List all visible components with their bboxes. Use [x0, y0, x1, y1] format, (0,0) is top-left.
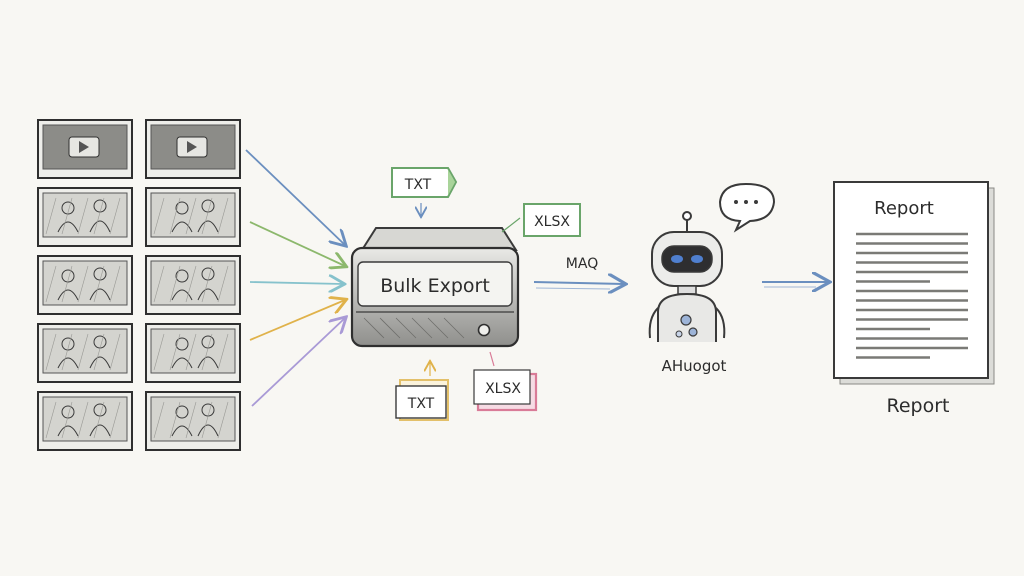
- xlsx-file-top-label: XLSX: [534, 214, 570, 230]
- video-thumbnail: [145, 187, 241, 247]
- txt-file-top-label: TXT: [404, 177, 432, 193]
- video-thumbnail-grid: [37, 119, 241, 451]
- robot-label: AHuogot: [662, 357, 727, 375]
- input-arrow-blue: [245, 149, 345, 245]
- report-text-lines: [856, 232, 968, 359]
- input-arrow-purple: [251, 318, 345, 407]
- export-to-robot-arrow: MAQ: [533, 256, 624, 289]
- video-thumbnail: [37, 187, 133, 247]
- server-label: Bulk Export: [380, 275, 490, 297]
- xlsx-file-bottom: XLSX: [473, 351, 538, 412]
- input-arrow-green: [249, 221, 345, 266]
- txt-file-bottom: TXT: [395, 362, 449, 421]
- arrow-label: MAQ: [566, 256, 598, 272]
- report-title: Report: [874, 198, 934, 219]
- robot-eye-left: [671, 255, 683, 263]
- robot-eye-right: [691, 255, 703, 263]
- video-thumbnail: [37, 119, 133, 179]
- video-thumbnail: [37, 323, 133, 383]
- txt-file-top: TXT: [391, 167, 458, 216]
- video-thumbnail: [145, 391, 241, 451]
- bulk-export-server: Bulk Export: [350, 227, 520, 348]
- video-thumbnail: [37, 391, 133, 451]
- report-caption: Report: [887, 395, 950, 417]
- video-thumbnail: [145, 255, 241, 315]
- video-thumbnail: [145, 119, 241, 179]
- video-thumbnail: [37, 255, 133, 315]
- server-power-light: [477, 323, 491, 337]
- xlsx-file-top: XLSX: [501, 203, 581, 237]
- video-thumbnail: [145, 323, 241, 383]
- report-document: Report: [833, 181, 995, 385]
- xlsx-file-bottom-label: XLSX: [485, 381, 521, 397]
- input-arrow-teal: [249, 282, 343, 284]
- input-arrows: [245, 149, 345, 407]
- txt-file-bottom-label: TXT: [407, 396, 435, 412]
- speech-bubble-icon: [718, 182, 776, 233]
- robot-assistant: AHuogot: [648, 211, 727, 375]
- input-arrow-yellow: [249, 300, 345, 341]
